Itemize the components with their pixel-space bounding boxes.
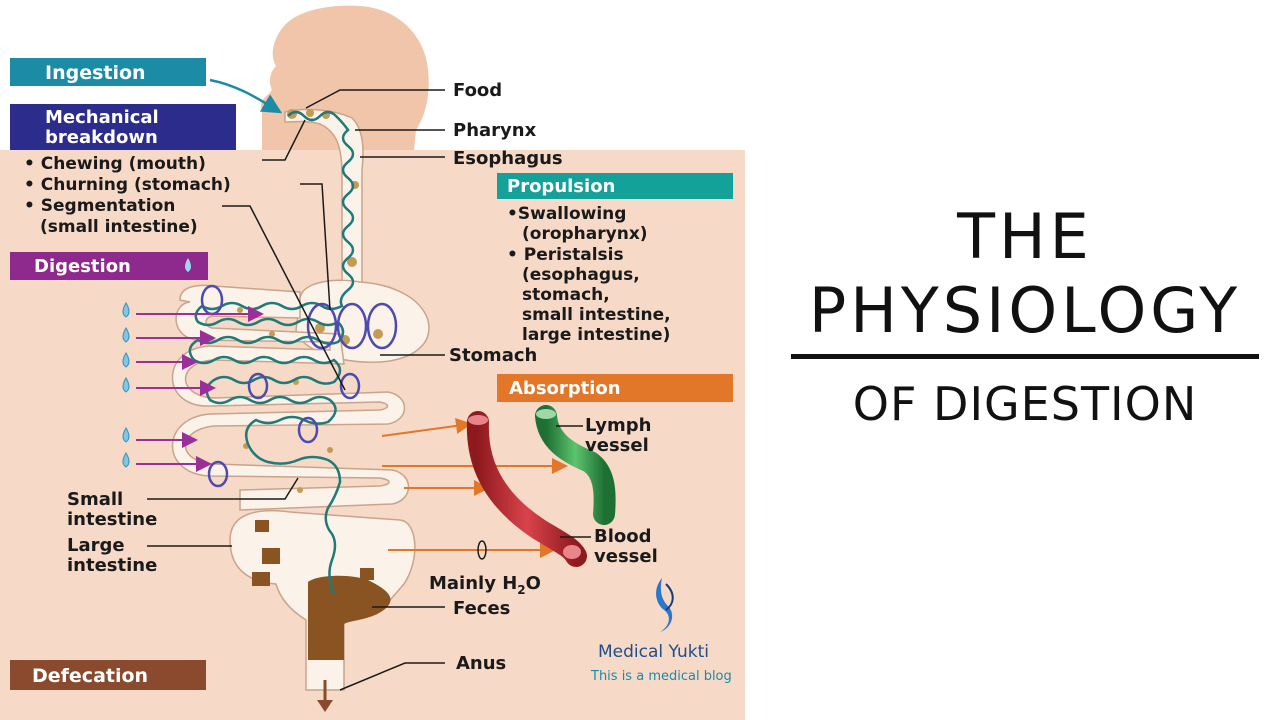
rectum-feces bbox=[308, 575, 391, 660]
title-physiology: PHYSIOLOGY bbox=[808, 274, 1242, 347]
large-intestine-label-line1: Large bbox=[67, 535, 125, 556]
water-drop-icons bbox=[122, 302, 130, 468]
feces-label: Feces bbox=[453, 598, 510, 619]
churning-item: • Churning (stomach) bbox=[24, 175, 231, 195]
title-of-digestion: OF DIGESTION bbox=[852, 377, 1198, 431]
peristalsis-detail-4: large intestine) bbox=[522, 325, 670, 345]
segmentation-item-detail: (small intestine) bbox=[40, 217, 198, 237]
mechanical-breakdown-label-line1: Mechanical bbox=[45, 107, 159, 128]
defecation-arrowhead bbox=[317, 700, 333, 712]
peristalsis-swirls bbox=[200, 284, 398, 488]
small-intestine-shape bbox=[171, 284, 410, 511]
swallowing-item: •Swallowing bbox=[507, 204, 626, 224]
absorption-label: Absorption bbox=[509, 378, 621, 399]
peristalsis-detail-3: small intestine, bbox=[522, 305, 671, 325]
medical-yukti-logo bbox=[656, 578, 674, 632]
pharynx-label: Pharynx bbox=[453, 120, 537, 141]
watermark-tagline: This is a medical blog bbox=[590, 669, 732, 684]
digestion-box bbox=[10, 252, 208, 280]
absorption-box bbox=[497, 374, 733, 402]
watermark-name: Medical Yukti bbox=[598, 642, 709, 662]
mechanical-breakdown-box bbox=[10, 104, 236, 150]
peristalsis-item: • Peristalsis bbox=[507, 245, 624, 265]
mechanical-breakdown-label-line2: breakdown bbox=[45, 127, 158, 148]
small-intestine-label-line1: Small bbox=[67, 489, 123, 510]
title-underline bbox=[791, 354, 1259, 359]
title-the: THE bbox=[957, 200, 1093, 273]
large-intestine-label-line2: intestine bbox=[67, 555, 157, 576]
defecation-box bbox=[10, 660, 206, 690]
chewing-item: • Chewing (mouth) bbox=[24, 154, 206, 174]
digestion-arrows bbox=[136, 306, 264, 472]
blood-vessel-label-line2: vessel bbox=[594, 546, 658, 567]
water-drop-icon bbox=[185, 258, 191, 272]
segmentation-item: • Segmentation bbox=[24, 196, 175, 216]
blood-vessel-end bbox=[563, 545, 581, 559]
leader-lines bbox=[147, 89, 591, 691]
water-marker bbox=[477, 540, 487, 560]
water-absorption-label: Mainly H2O bbox=[429, 573, 541, 597]
digestion-label: Digestion bbox=[34, 256, 131, 277]
small-intestine-label-line2: intestine bbox=[67, 509, 157, 530]
food-label: Food bbox=[453, 80, 502, 101]
lymph-vessel-opening bbox=[536, 409, 556, 419]
ingestion-arrow bbox=[209, 78, 283, 114]
propulsion-label: Propulsion bbox=[507, 176, 615, 197]
stomach-label: Stomach bbox=[449, 345, 537, 366]
peristalsis-detail-1: (esophagus, bbox=[522, 265, 640, 285]
anus-label: Anus bbox=[456, 653, 506, 674]
propulsion-box bbox=[497, 173, 733, 199]
ingestion-label: Ingestion bbox=[45, 62, 146, 84]
blood-vessel-opening bbox=[468, 415, 488, 425]
esophagus-label: Esophagus bbox=[453, 148, 563, 169]
ingestion-box bbox=[10, 58, 206, 86]
swallowing-detail: (oropharynx) bbox=[522, 224, 648, 244]
lymph-vessel-label-line1: Lymph bbox=[585, 415, 651, 436]
diagram-svg: Ingestion Mechanical breakdown Digestion… bbox=[0, 0, 745, 720]
title-panel: THE PHYSIOLOGY OF DIGESTION bbox=[780, 200, 1270, 431]
digestion-diagram: Ingestion Mechanical breakdown Digestion… bbox=[0, 0, 745, 720]
lymph-vessel-label-line2: vessel bbox=[585, 435, 649, 456]
peristalsis-detail-2: stomach, bbox=[522, 285, 610, 305]
peristalsis-wave bbox=[188, 110, 355, 595]
blood-vessel-label-line1: Blood bbox=[594, 526, 652, 547]
defecation-label: Defecation bbox=[32, 665, 148, 687]
lymph-vessel bbox=[535, 405, 616, 525]
